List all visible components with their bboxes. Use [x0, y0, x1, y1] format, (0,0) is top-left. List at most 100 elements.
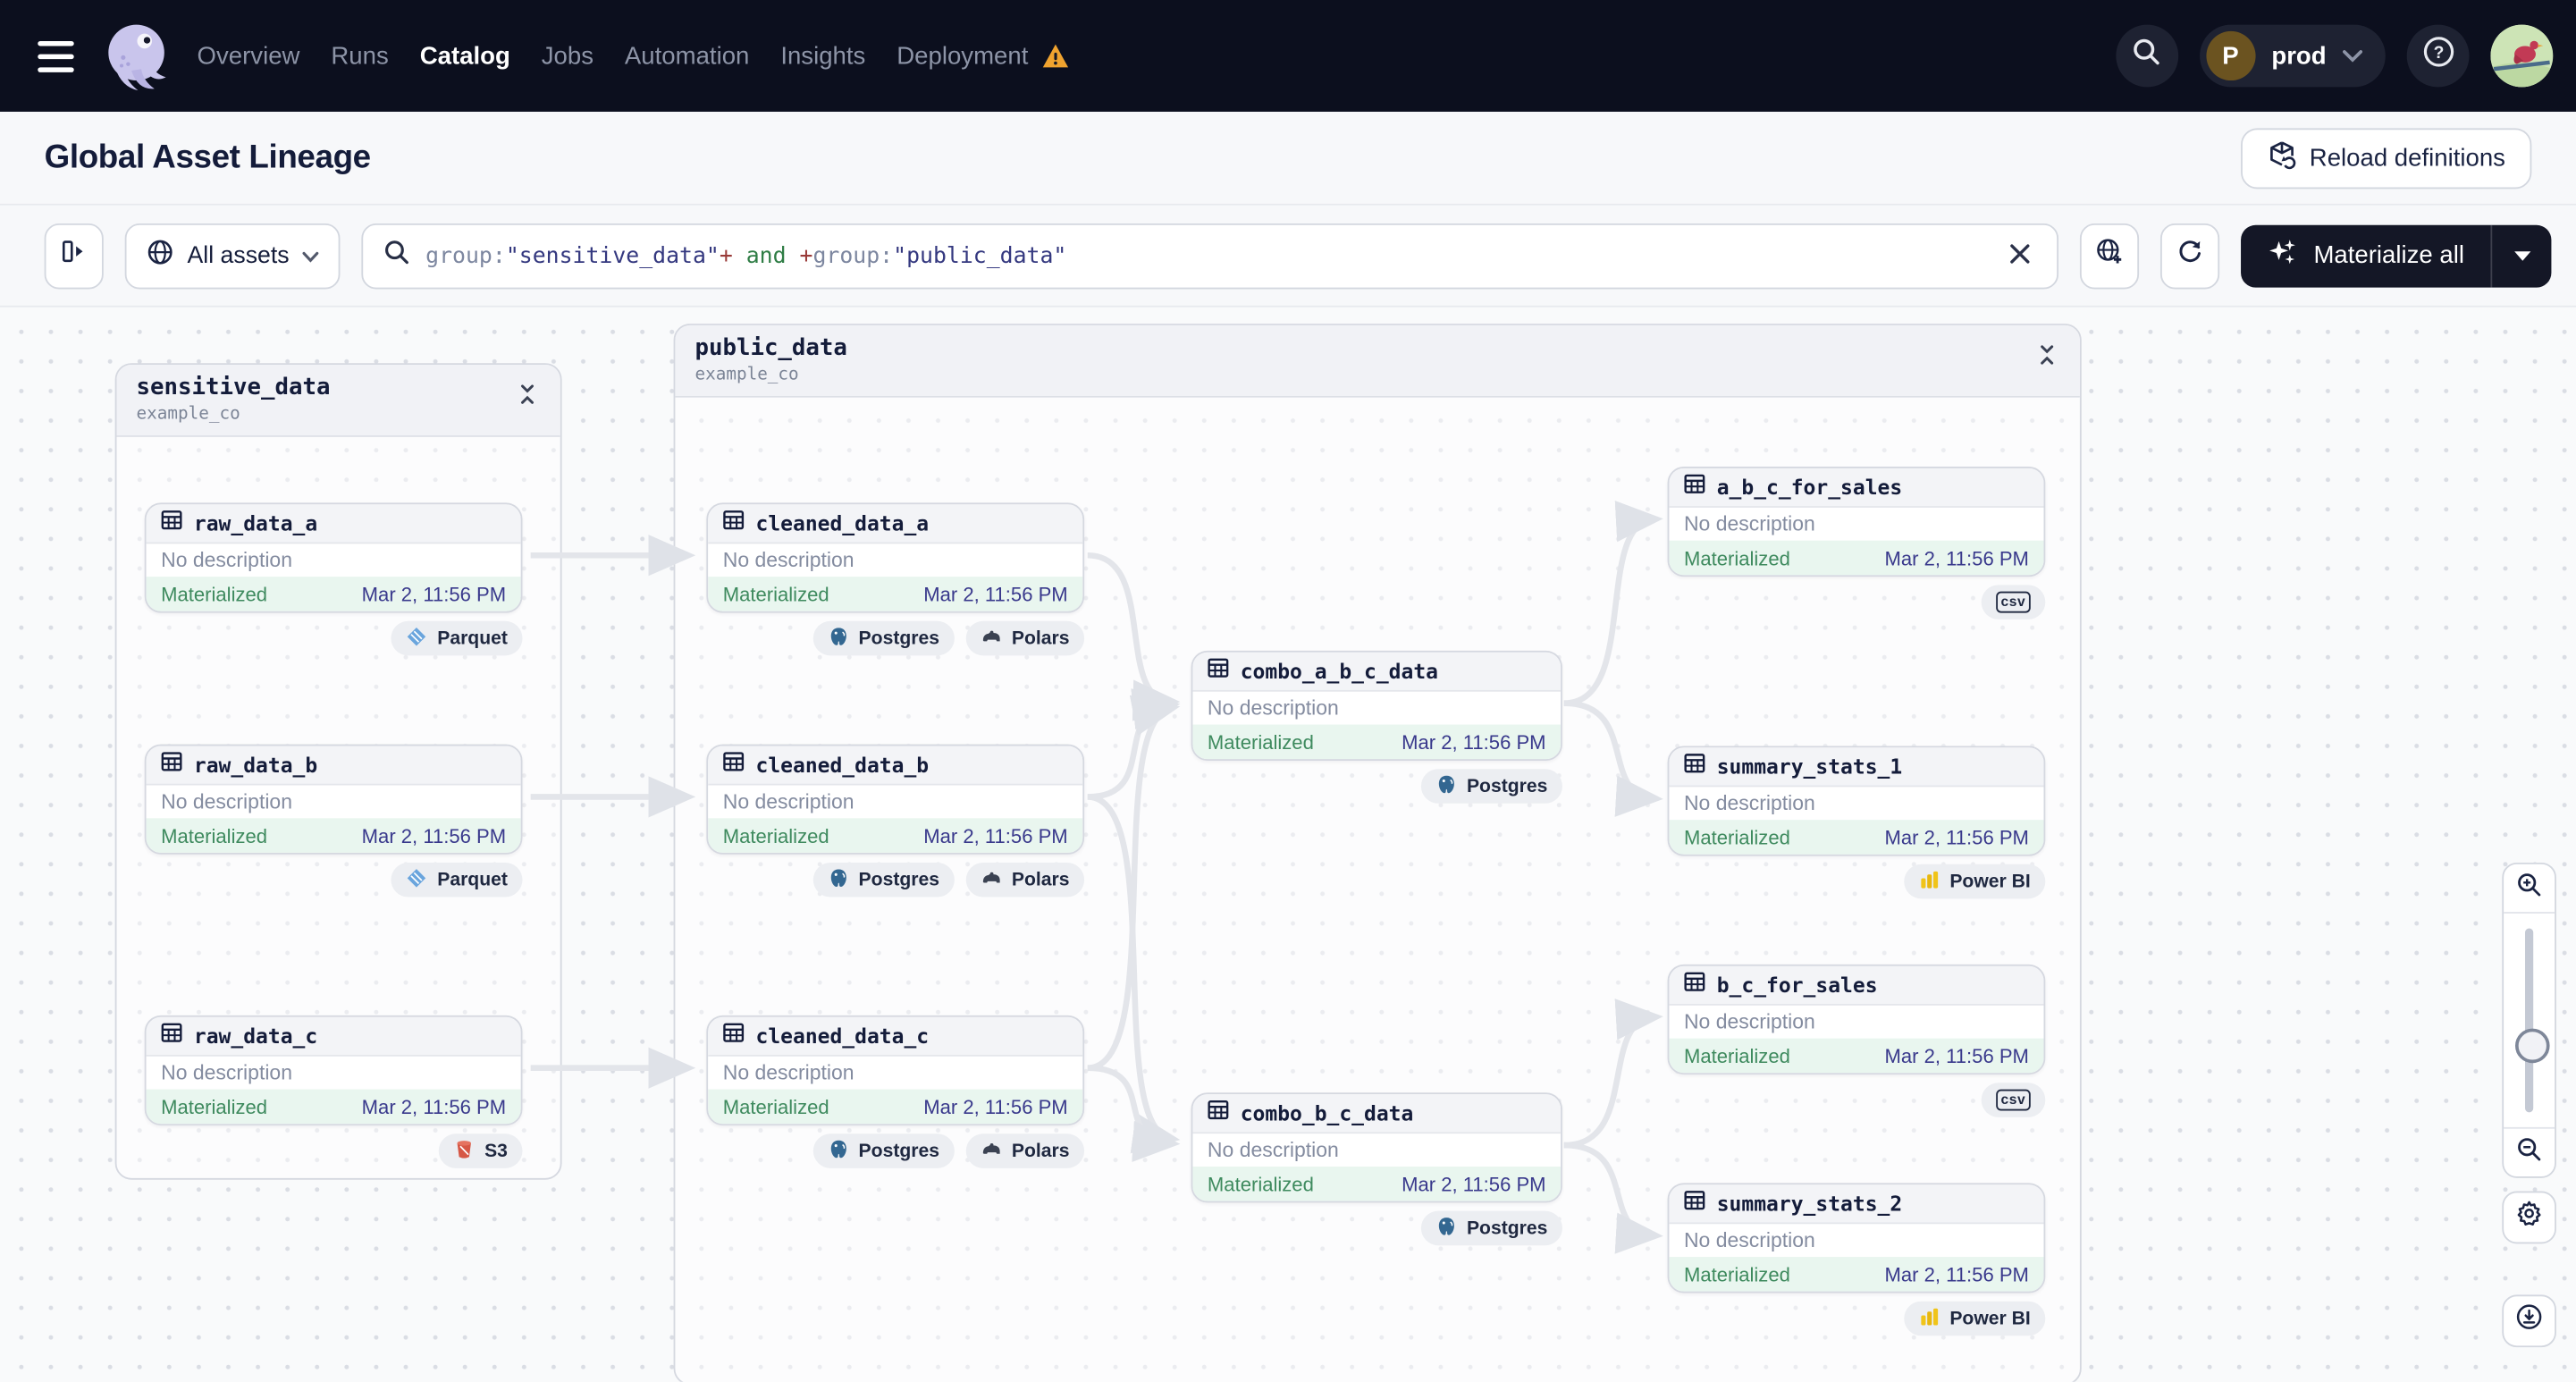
collapse-group-icon[interactable]: [2033, 339, 2059, 378]
materialize-all-button[interactable]: Materialize all: [2241, 223, 2552, 287]
environment-avatar: P: [2205, 30, 2255, 81]
status-badge: Materialized: [1683, 546, 1790, 569]
graph-settings-button[interactable]: [2502, 1191, 2556, 1244]
asset-tags: Postgres Polars: [706, 620, 1085, 656]
zoom-slider[interactable]: [2504, 912, 2555, 1129]
asset-node-cleaned_data_c[interactable]: cleaned_data_c No description Materializ…: [706, 1015, 1085, 1126]
asset-description: No description: [708, 1056, 1083, 1090]
chevron-down-icon: [302, 242, 319, 268]
polars-icon: [981, 867, 1002, 893]
nav-item-jobs[interactable]: Jobs: [541, 41, 593, 71]
deployment-warning-icon: [1041, 43, 1069, 69]
tag-csv[interactable]: csv: [1981, 585, 2046, 619]
tag-csv[interactable]: csv: [1981, 1083, 2046, 1117]
refresh-button[interactable]: [2160, 223, 2220, 289]
top-nav: Overview Runs Catalog Jobs Automation In…: [0, 0, 2576, 112]
asset-node-a_b_c_for_sales[interactable]: a_b_c_for_sales No description Materiali…: [1667, 466, 2046, 577]
zoom-in-button[interactable]: [2504, 864, 2555, 912]
asset-node-cleaned_data_a[interactable]: cleaned_data_a No description Materializ…: [706, 502, 1085, 613]
status-badge: Materialized: [1683, 1262, 1790, 1286]
asset-node-combo_b_c_data[interactable]: combo_b_c_data No description Materializ…: [1191, 1092, 1562, 1203]
asset-description: No description: [146, 785, 521, 819]
tag-postgres[interactable]: Postgres: [812, 620, 955, 656]
asset-name: raw_data_a: [193, 510, 318, 536]
materialize-options-button[interactable]: [2490, 223, 2551, 287]
asset-combo_a_b_c_data: combo_a_b_c_data No description Material…: [1191, 650, 1562, 804]
asset-name: b_c_for_sales: [1716, 973, 1878, 998]
asset-search-input[interactable]: group:"sensitive_data"+ and +group:"publ…: [361, 223, 2059, 289]
asset-node-summary_stats_1[interactable]: summary_stats_1 No description Materiali…: [1667, 746, 2046, 856]
tag-powerbi[interactable]: Power BI: [1903, 864, 2046, 899]
asset-cleaned_data_a: cleaned_data_a No description Materializ…: [706, 502, 1085, 656]
download-image-button[interactable]: [2502, 1294, 2556, 1348]
zoom-out-button[interactable]: [2504, 1129, 2555, 1176]
tag-parquet[interactable]: Parquet: [391, 620, 523, 656]
nav-links: Overview Runs Catalog Jobs Automation In…: [198, 42, 1070, 70]
nav-item-insights[interactable]: Insights: [780, 41, 866, 71]
nav-item-runs[interactable]: Runs: [331, 41, 389, 71]
nav-right: P prod ?: [2115, 24, 2554, 88]
environment-name: prod: [2271, 41, 2327, 71]
tag-polars[interactable]: Polars: [965, 620, 1085, 656]
open-sidebar-button[interactable]: [44, 223, 104, 289]
nav-item-automation[interactable]: Automation: [624, 41, 750, 71]
nav-item-deployment[interactable]: Deployment: [897, 41, 1029, 71]
refresh-icon: [2176, 237, 2205, 274]
tag-postgres[interactable]: Postgres: [1420, 1210, 1562, 1246]
tag-s3[interactable]: S3: [438, 1133, 523, 1168]
asset-name: summary_stats_1: [1716, 754, 1903, 779]
tag-polars[interactable]: Polars: [965, 1133, 1085, 1168]
nav-item-catalog[interactable]: Catalog: [419, 41, 510, 71]
asset-tags: Parquet: [145, 862, 523, 897]
asset-scope-dropdown[interactable]: All assets: [124, 223, 341, 289]
user-avatar[interactable]: [2490, 24, 2554, 88]
postgres-icon: [1435, 1215, 1457, 1241]
table-icon: [161, 1021, 182, 1050]
materialization-timestamp: Mar 2, 11:56 PM: [361, 823, 507, 847]
collapse-group-icon[interactable]: [514, 378, 540, 417]
tag-postgres[interactable]: Postgres: [1420, 769, 1562, 804]
tag-polars[interactable]: Polars: [965, 862, 1085, 897]
asset-name: cleaned_data_a: [755, 510, 930, 536]
asset-cleaned_data_b: cleaned_data_b No description Materializ…: [706, 744, 1085, 897]
search-button[interactable]: [2115, 24, 2178, 88]
zoom-slider-thumb[interactable]: [2514, 1028, 2550, 1064]
status-badge: Materialized: [161, 823, 268, 847]
table-icon: [1684, 970, 1705, 999]
lineage-canvas[interactable]: sensitive_data example_co public_data ex…: [0, 307, 2576, 1382]
clear-search-icon[interactable]: [2003, 236, 2038, 275]
search-query-text: group:"sensitive_data"+ and +group:"publ…: [425, 242, 1067, 269]
help-button[interactable]: ?: [2406, 24, 2470, 88]
materialization-timestamp: Mar 2, 11:56 PM: [923, 582, 1068, 606]
asset-tags: Parquet: [145, 620, 523, 656]
tag-postgres[interactable]: Postgres: [812, 862, 955, 897]
asset-node-summary_stats_2[interactable]: summary_stats_2 No description Materiali…: [1667, 1183, 2046, 1294]
powerbi-icon: [1918, 868, 1940, 894]
reload-definitions-button[interactable]: Reload definitions: [2240, 127, 2532, 189]
asset-node-b_c_for_sales[interactable]: b_c_for_sales No description Materialize…: [1667, 964, 2046, 1075]
tag-powerbi[interactable]: Power BI: [1903, 1301, 2046, 1336]
table-icon: [1208, 1099, 1229, 1128]
asset-description: No description: [146, 544, 521, 577]
asset-node-combo_a_b_c_data[interactable]: combo_a_b_c_data No description Material…: [1191, 650, 1562, 761]
asset-combo_b_c_data: combo_b_c_data No description Materializ…: [1191, 1092, 1562, 1246]
asset-node-cleaned_data_b[interactable]: cleaned_data_b No description Materializ…: [706, 744, 1085, 855]
tag-parquet[interactable]: Parquet: [391, 862, 523, 897]
globe-icon: [147, 239, 174, 274]
materialization-timestamp: Mar 2, 11:56 PM: [923, 1095, 1068, 1118]
table-icon: [161, 509, 182, 538]
postgres-icon: [828, 1138, 849, 1164]
view-all-groups-button[interactable]: [2080, 223, 2140, 289]
group-subtitle: example_co: [695, 364, 799, 384]
group-header-public-data[interactable]: public_data example_co: [675, 324, 2080, 398]
hamburger-menu-icon[interactable]: [16, 16, 95, 95]
nav-item-overview[interactable]: Overview: [197, 41, 300, 71]
environment-switcher[interactable]: P prod: [2199, 24, 2386, 88]
group-header-sensitive-data[interactable]: sensitive_data example_co: [116, 365, 560, 438]
tag-postgres[interactable]: Postgres: [812, 1133, 955, 1168]
dagster-logo-icon[interactable]: [98, 18, 174, 94]
materialization-timestamp: Mar 2, 11:56 PM: [1402, 729, 1546, 754]
